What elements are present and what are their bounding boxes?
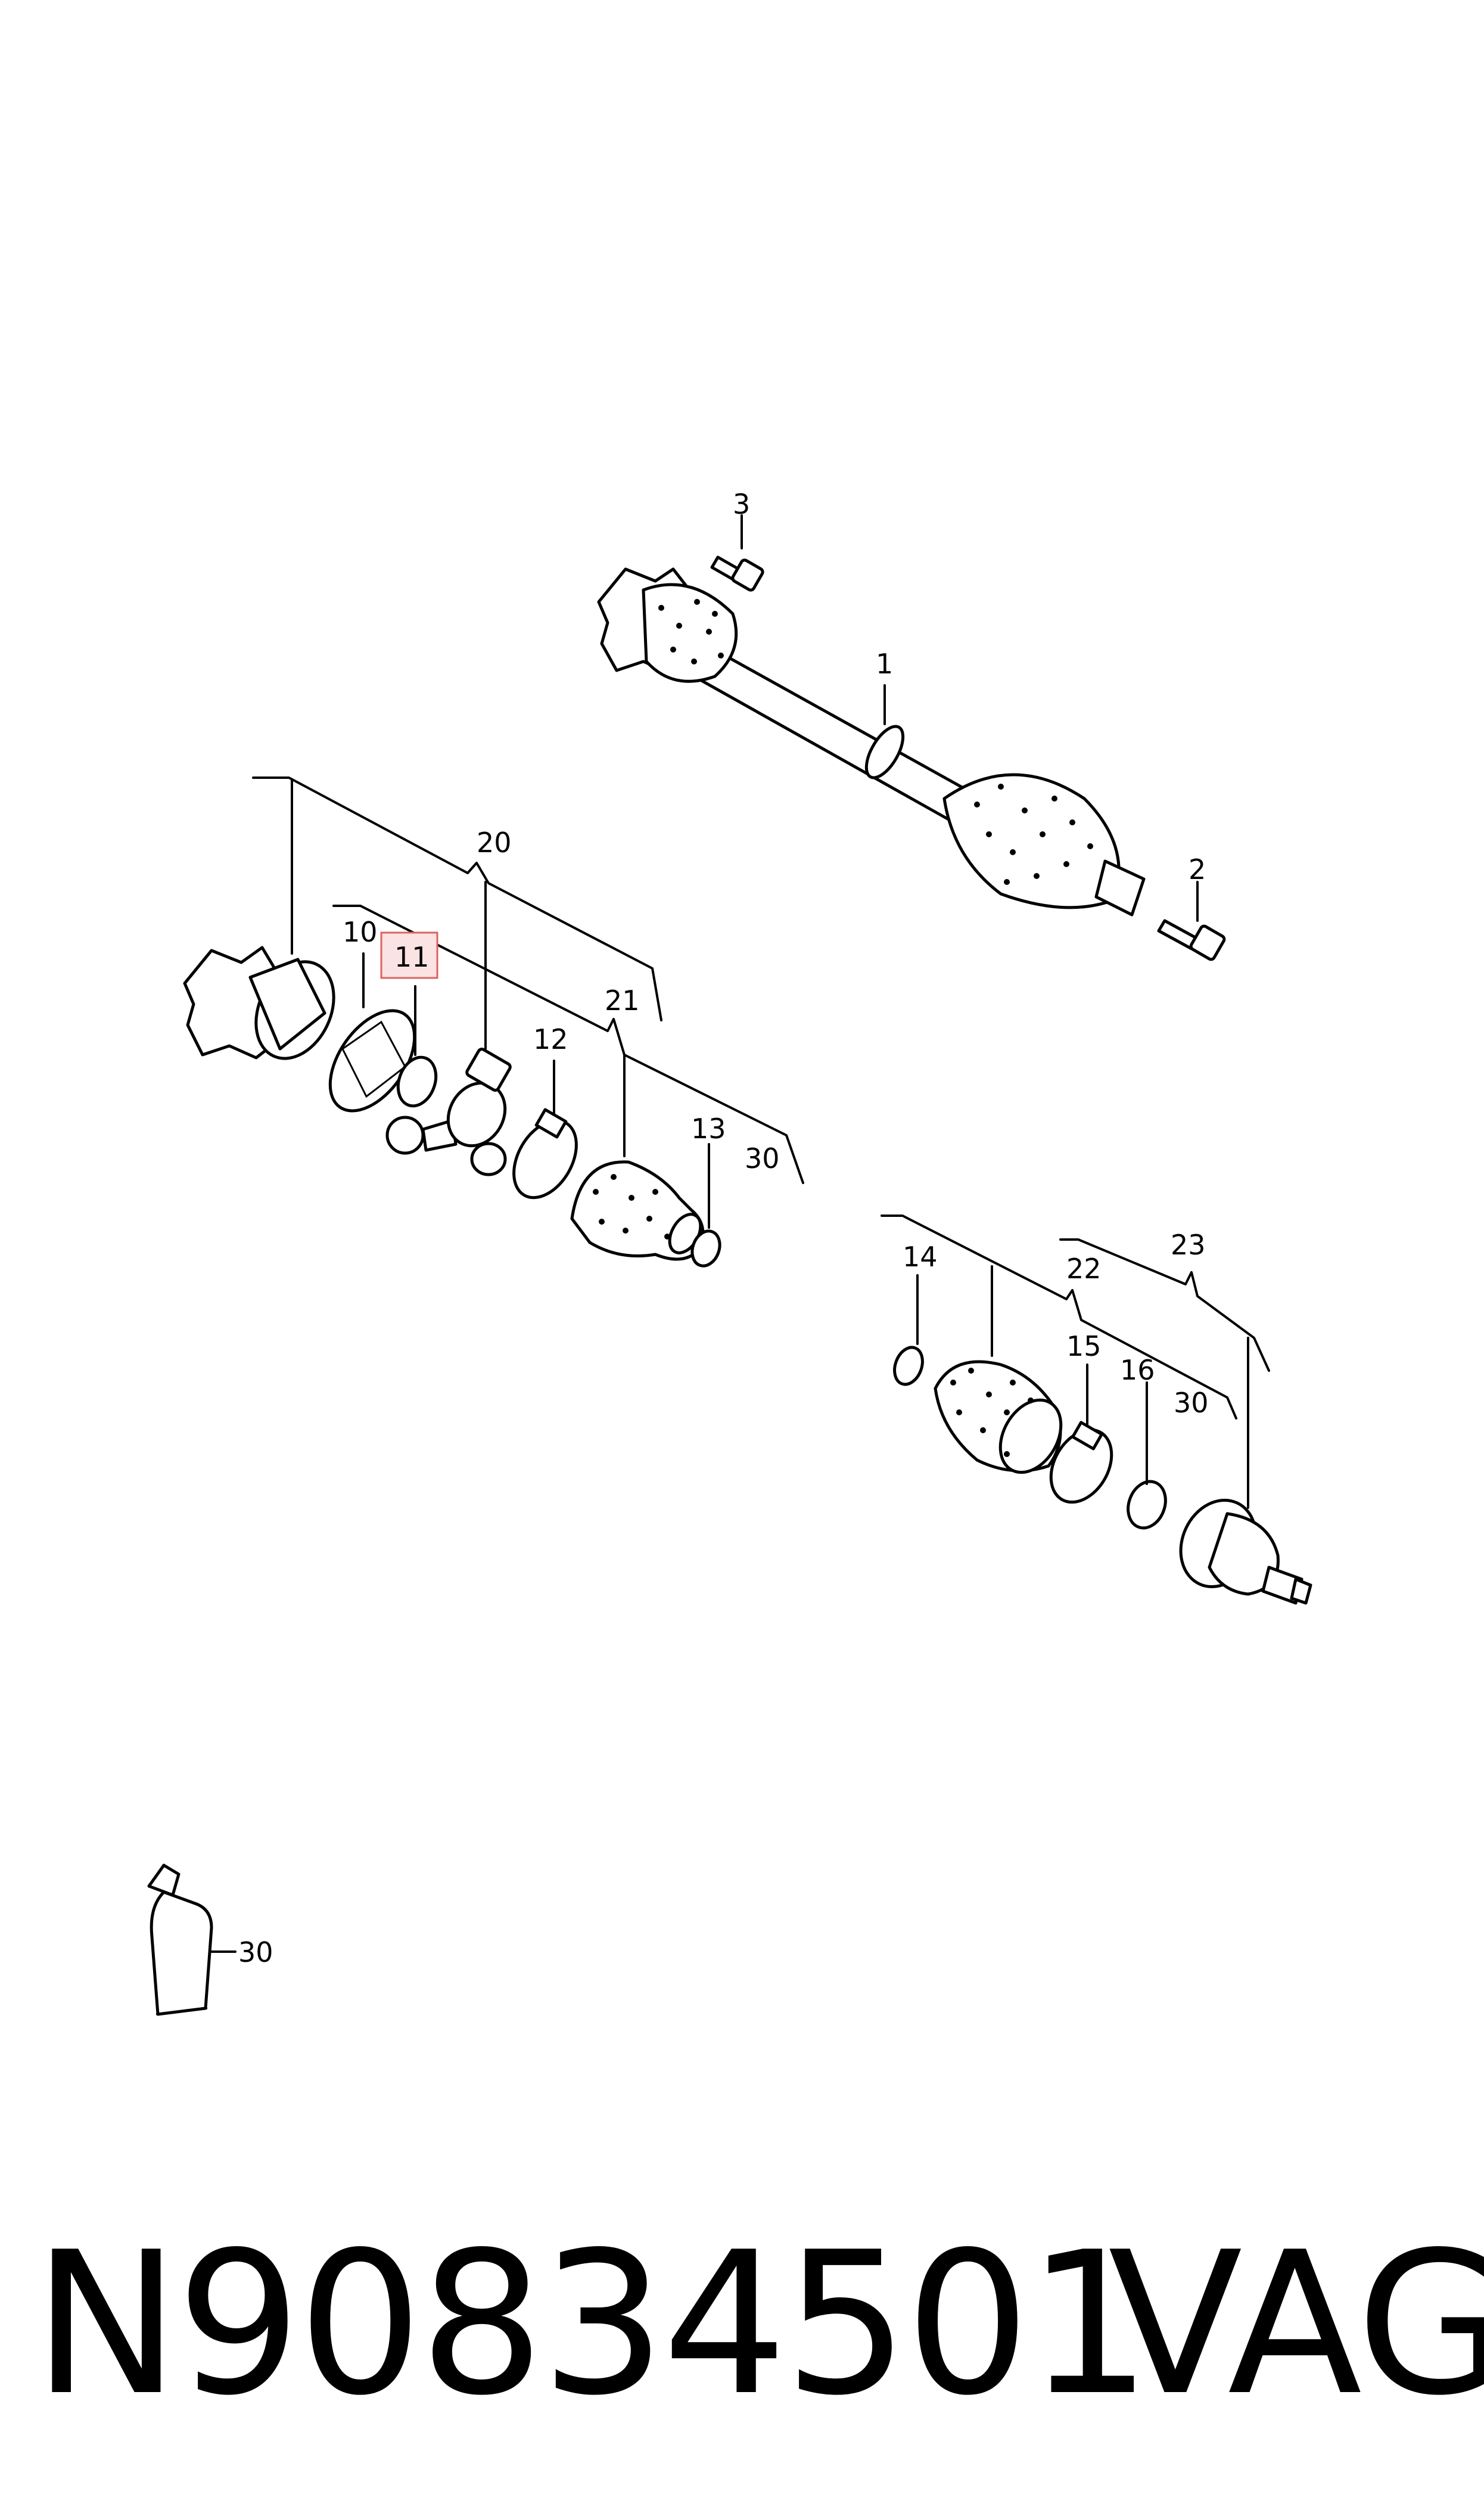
highlight-box-11	[380, 931, 438, 979]
callout-30-outer[interactable]: 30	[1174, 1387, 1209, 1419]
callout-11[interactable]: 11	[394, 941, 430, 973]
callout-12[interactable]: 12	[533, 1023, 568, 1055]
callout-3[interactable]: 3	[733, 488, 750, 520]
clamp-15	[1049, 1421, 1113, 1504]
callout-21[interactable]: 21	[605, 984, 640, 1017]
footer: N90834501 VAG	[0, 2205, 1484, 2443]
clamp-13	[690, 1229, 721, 1268]
callout-2[interactable]: 2	[1189, 853, 1206, 886]
bolt-3	[710, 555, 764, 592]
drive-shaft-assembly	[597, 567, 1146, 917]
exploded-parts-diagram: 3 1 2 20 10 11 21 12 13 30 14 22 23 15 1…	[147, 488, 1312, 2016]
grease-tube-30	[147, 1863, 213, 2016]
callout-13[interactable]: 13	[691, 1113, 726, 1145]
clamp-14	[893, 1346, 924, 1386]
joint-housing	[183, 946, 335, 1060]
callout-16[interactable]: 16	[1120, 1354, 1155, 1386]
callout-20[interactable]: 20	[477, 827, 512, 859]
callout-14[interactable]: 14	[903, 1241, 938, 1273]
callout-22[interactable]: 22	[1066, 1253, 1102, 1285]
outer-boot	[934, 1360, 1063, 1474]
clamp-12	[512, 1108, 578, 1200]
circlip-16	[1127, 1480, 1167, 1530]
bolt-2	[1157, 919, 1226, 961]
callout-1[interactable]: 1	[876, 648, 893, 680]
callout-30-inner[interactable]: 30	[745, 1142, 780, 1175]
callout-23[interactable]: 23	[1171, 1229, 1206, 1261]
outer-cv-joint	[1179, 1498, 1312, 1605]
inner-boot	[570, 1160, 705, 1261]
circlip-11	[396, 1055, 438, 1108]
tripod-spider	[385, 1048, 512, 1176]
callout-15[interactable]: 15	[1066, 1330, 1102, 1362]
callout-10[interactable]: 10	[343, 916, 378, 948]
part-number: N90834501	[33, 2210, 1152, 2439]
callout-30-grease[interactable]: 30	[238, 1936, 273, 1968]
brand-name: VAG	[1108, 2210, 1484, 2439]
